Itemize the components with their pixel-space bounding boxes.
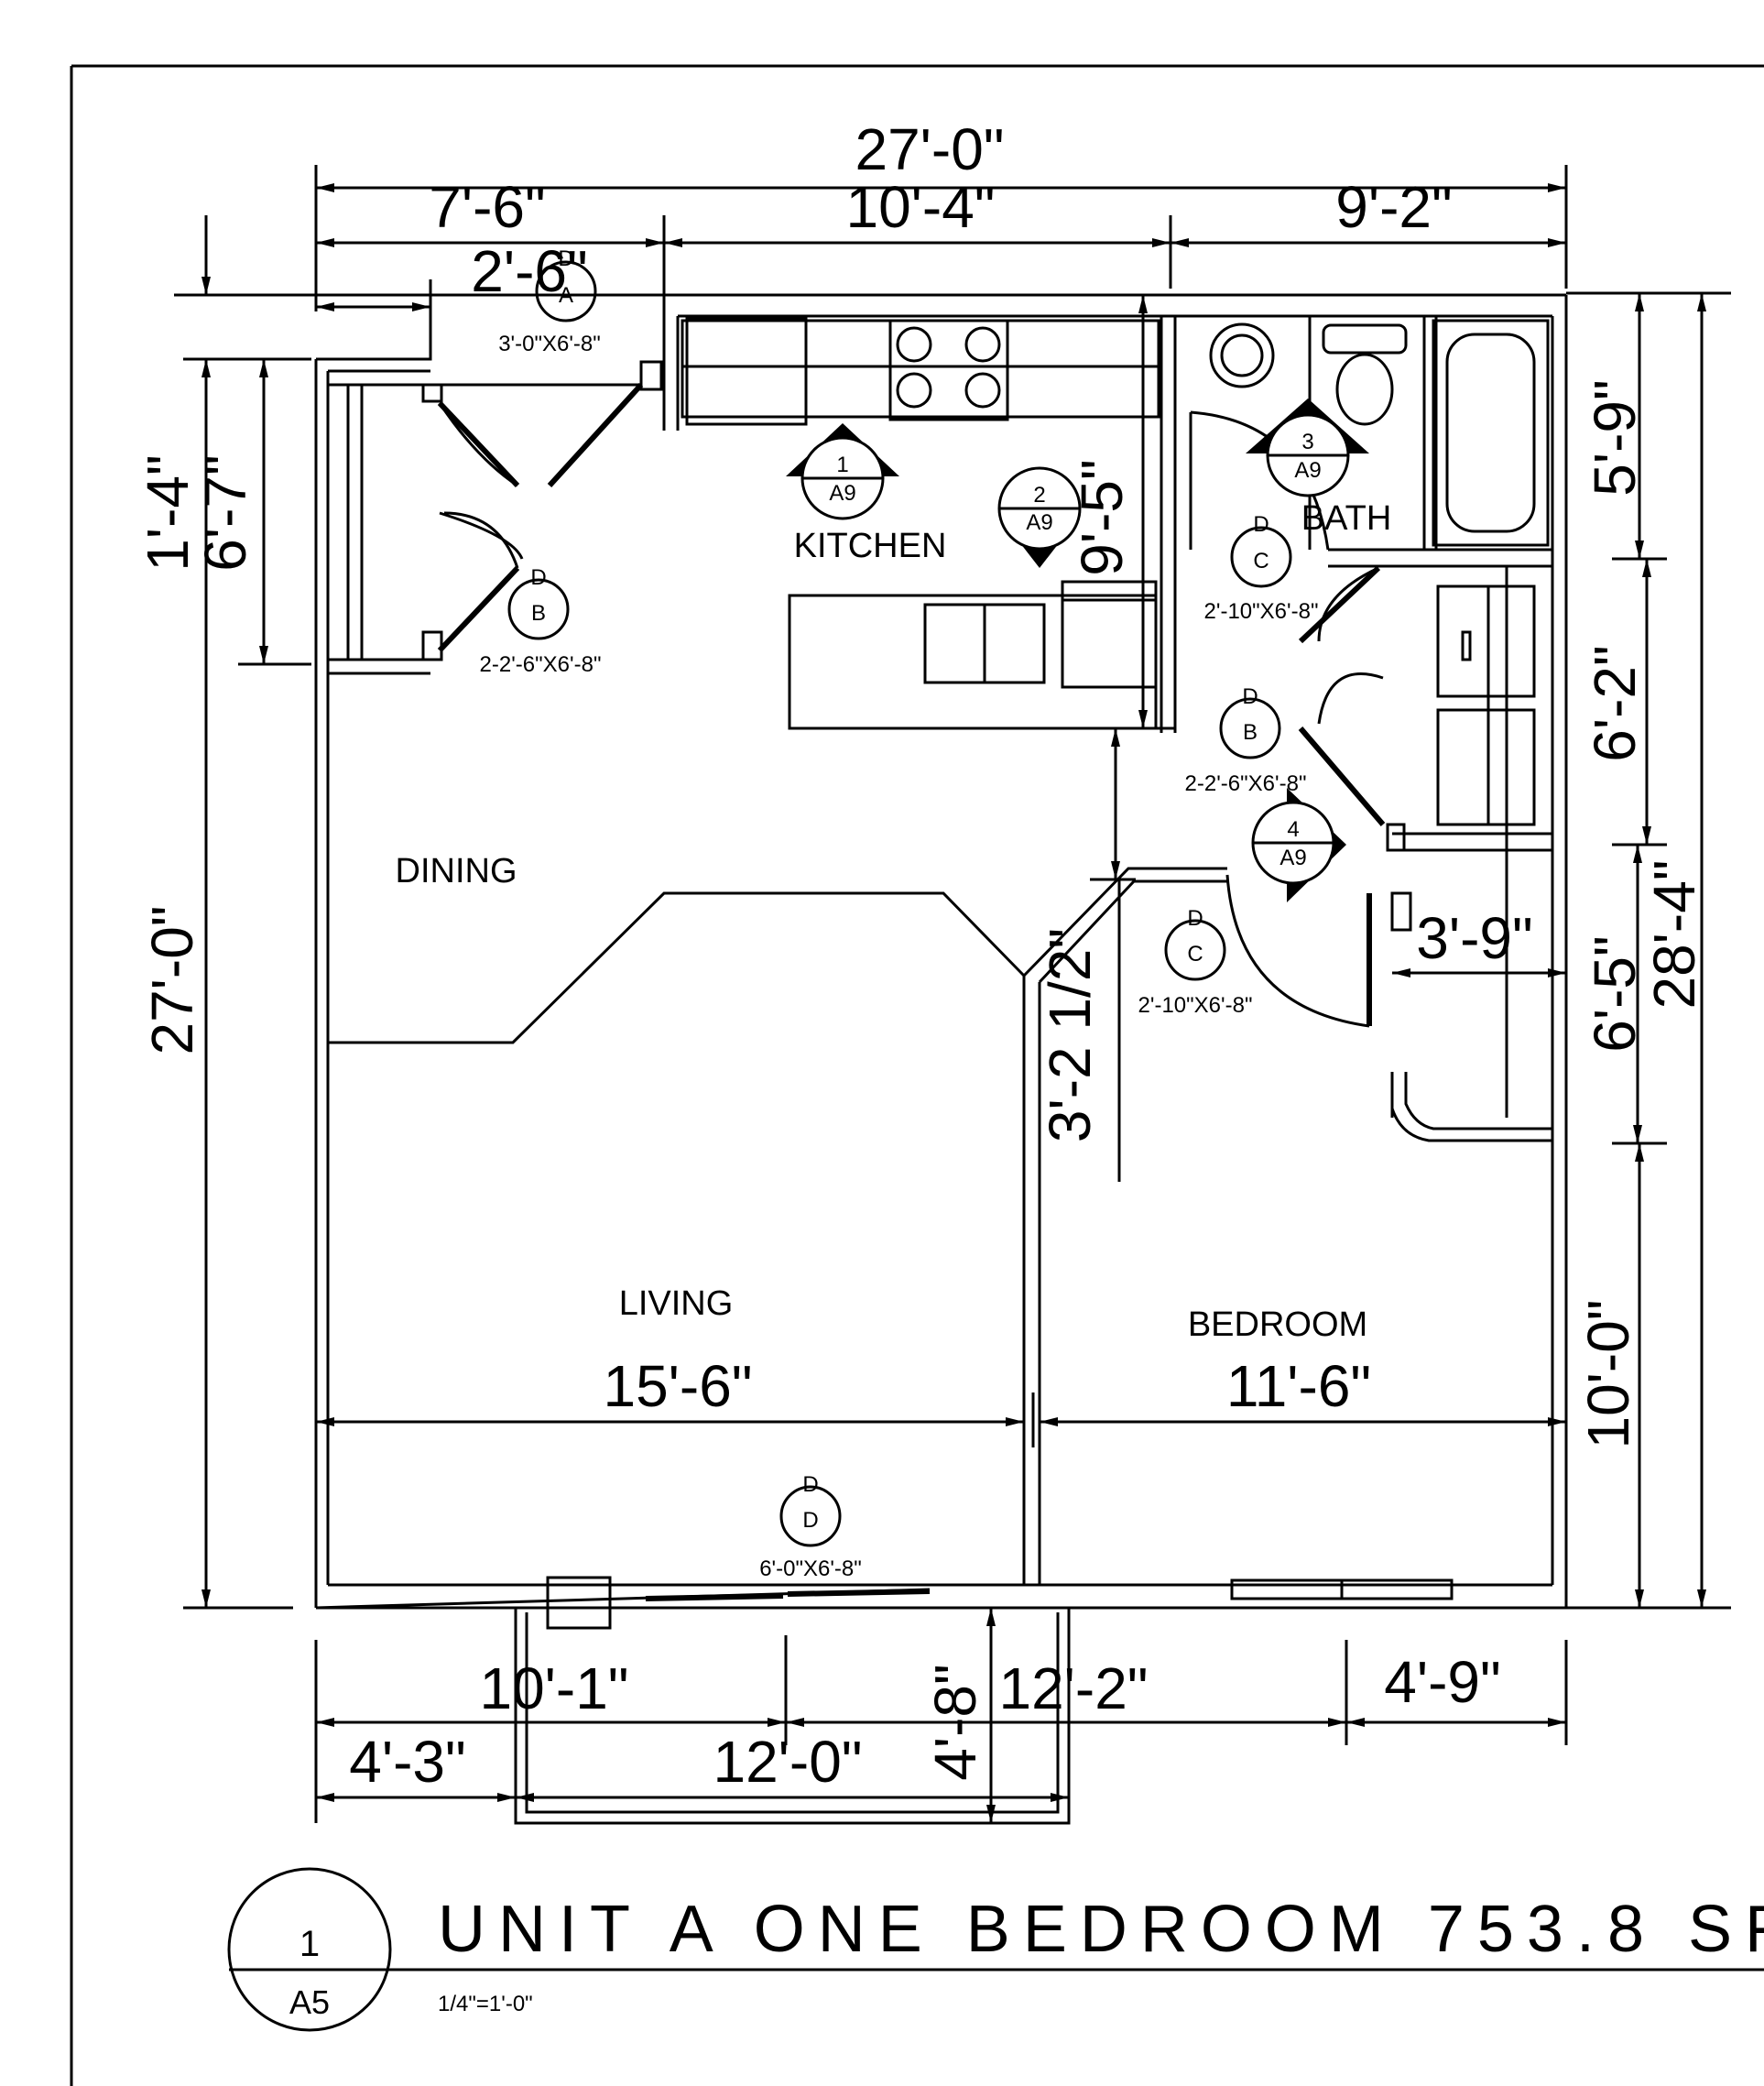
svg-text:2: 2 [1033, 483, 1045, 508]
svg-text:4: 4 [1287, 817, 1299, 842]
section-marker-3: 3 A9 [1246, 399, 1369, 497]
dim-right-overall: 28'-4" [1641, 859, 1707, 1009]
svg-text:A9: A9 [1294, 458, 1321, 483]
svg-text:D: D [530, 565, 546, 590]
svg-text:3: 3 [1301, 430, 1313, 454]
svg-text:3'-0"X6'-8": 3'-0"X6'-8" [498, 332, 601, 356]
dim-bottom-b: 12'-2" [998, 1655, 1148, 1721]
door-tag-c1: D C 2'-10"X6'-8" [1204, 512, 1319, 624]
interior-dimensions [316, 295, 1566, 1447]
dim-right-b: 6'-2" [1582, 645, 1648, 761]
left-dimensions [183, 215, 311, 1610]
svg-text:D: D [1253, 512, 1269, 537]
detail-sheet: A5 [289, 1983, 330, 2021]
section-marker-4: 4 A9 [1251, 788, 1346, 902]
drawing-scale: 1/4"=1'-0" [438, 1992, 533, 2016]
sheet-border [70, 64, 1764, 2086]
bath-fixtures [1209, 319, 1550, 826]
detail-number: 1 [299, 1924, 320, 1964]
title-block: 1 A5 UNIT A ONE BEDROOM 753.8 SF 1/4"=1'… [227, 1867, 1764, 2032]
dim-bedroom-w: 11'-6" [1226, 1353, 1371, 1419]
svg-text:D: D [802, 1472, 818, 1497]
dim-bottom-e: 12'-0" [713, 1729, 862, 1795]
svg-text:2-2'-6"X6'-8": 2-2'-6"X6'-8" [480, 652, 602, 677]
walls [314, 293, 1568, 1610]
dim-left-overall: 27'-0" [139, 905, 205, 1054]
svg-text:D: D [802, 1508, 818, 1533]
room-bedroom: BEDROOM [1188, 1305, 1367, 1344]
dim-top-small: 2'-6" [471, 238, 587, 304]
svg-text:D: D [1242, 684, 1258, 709]
svg-text:A9: A9 [1026, 510, 1052, 535]
svg-text:D: D [1187, 906, 1203, 931]
room-bath: BATH [1301, 499, 1392, 538]
dim-right-d: 10'-0" [1575, 1299, 1641, 1448]
dim-right-c: 6'-5" [1582, 935, 1648, 1052]
dim-top-right: 9'-2" [1335, 174, 1452, 240]
svg-text:2'-10"X6'-8": 2'-10"X6'-8" [1204, 599, 1319, 624]
dim-hall-v: 3'-2 1/2" [1037, 928, 1103, 1142]
svg-text:D: D [558, 246, 573, 271]
door-tag-b1: D B 2-2'-6"X6'-8" [480, 565, 602, 677]
door-tag-b2: D B 2-2'-6"X6'-8" [1185, 684, 1307, 796]
svg-text:A9: A9 [829, 481, 855, 506]
dim-bottom-d: 4'-3" [349, 1729, 465, 1795]
svg-text:B: B [1243, 720, 1258, 745]
kitchen-counter [681, 317, 1160, 730]
svg-text:2'-10"X6'-8": 2'-10"X6'-8" [1138, 993, 1253, 1018]
dim-left-a: 1'-4" [135, 454, 201, 571]
dim-left-b: 6'-7" [192, 454, 258, 571]
room-dining: DINING [396, 852, 517, 890]
dim-top-left: 7'-6" [429, 174, 545, 240]
room-living: LIVING [619, 1284, 734, 1323]
dim-living-w: 15'-6" [603, 1353, 752, 1419]
svg-text:C: C [1187, 942, 1203, 967]
svg-text:A: A [559, 283, 573, 308]
dim-bottom-f: 4'-8" [922, 1664, 988, 1780]
door-tag-a: D A 3'-0"X6'-8" [498, 246, 601, 356]
dim-bottom-a: 10'-1" [479, 1655, 628, 1721]
door-tag-d: D D 6'-0"X6'-8" [759, 1472, 862, 1581]
door-tag-c2: D C 2'-10"X6'-8" [1138, 906, 1253, 1018]
svg-text:1: 1 [836, 453, 848, 477]
dim-top-mid: 10'-4" [845, 174, 995, 240]
balcony [514, 1608, 1071, 1825]
dim-right-a: 5'-9" [1582, 379, 1648, 496]
svg-text:A9: A9 [1279, 846, 1306, 870]
svg-text:6'-0"X6'-8": 6'-0"X6'-8" [759, 1556, 862, 1581]
svg-text:2-2'-6"X6'-8": 2-2'-6"X6'-8" [1185, 771, 1307, 796]
right-dimensions [1566, 291, 1731, 1610]
svg-text:C: C [1253, 549, 1269, 573]
drawing-title: UNIT A ONE BEDROOM 753.8 SF [438, 1893, 1764, 1966]
dim-overall-top: 27'-0" [855, 116, 1004, 182]
svg-text:B: B [531, 601, 546, 626]
room-kitchen: KITCHEN [794, 527, 947, 565]
bottom-dimensions [314, 1608, 1568, 1823]
section-marker-2: 2 A9 [997, 466, 1082, 568]
section-marker-1: 1 A9 [786, 423, 899, 520]
dim-bottom-c: 4'-9" [1384, 1649, 1500, 1715]
dim-closet-h: 3'-9" [1416, 905, 1532, 971]
